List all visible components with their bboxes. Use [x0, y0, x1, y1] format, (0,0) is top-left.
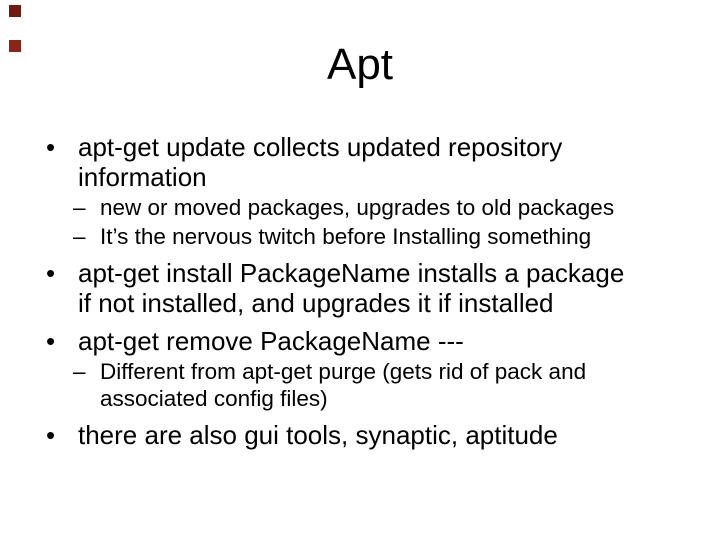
bullet-item: • apt-get update collects updated reposi… [0, 132, 720, 192]
dash-icon: – [73, 224, 86, 249]
text-line: Different from apt-get purge (gets rid o… [100, 359, 587, 384]
bullet-icon: • [46, 258, 56, 288]
sub-bullet-item: – It’s the nervous twitch before Install… [0, 223, 720, 250]
text-line: there are also gui tools, synaptic, apti… [78, 420, 558, 450]
slide-title: Apt [326, 40, 394, 89]
text-line: associated config files) [100, 386, 328, 411]
text-line: It’s the nervous twitch before Installin… [100, 224, 592, 249]
bullet-text: there are also gui tools, synaptic, apti… [78, 420, 720, 450]
dash-icon: – [73, 359, 86, 384]
bullet-item: • apt-get install PackageName installs a… [0, 258, 720, 318]
red-square-decoration [9, 5, 21, 17]
bullet-text: apt-get update collects updated reposito… [78, 132, 720, 192]
sub-bullet-item: – new or moved packages, upgrades to old… [0, 194, 720, 221]
text-line: apt-get install PackageName installs a p… [78, 258, 625, 288]
text-line: information [78, 162, 207, 192]
bullet-icon: • [46, 420, 56, 450]
bullet-text: apt-get install PackageName installs a p… [78, 258, 720, 318]
text-line: if not installed, and upgrades it if ins… [78, 288, 554, 318]
sub-bullet-item: – Different from apt-get purge (gets rid… [0, 358, 720, 412]
dash-icon: – [73, 195, 86, 220]
sub-bullet-text: It’s the nervous twitch before Installin… [100, 223, 720, 250]
text-line: new or moved packages, upgrades to old p… [100, 195, 615, 220]
slide-body: • apt-get update collects updated reposi… [0, 124, 720, 450]
sub-bullet-text: Different from apt-get purge (gets rid o… [100, 358, 720, 412]
red-square-decoration [9, 40, 21, 52]
bullet-icon: • [46, 326, 56, 356]
text-line: apt-get update collects updated reposito… [78, 132, 563, 162]
bullet-item: • apt-get remove PackageName --- [0, 326, 720, 356]
bullet-item: • there are also gui tools, synaptic, ap… [0, 420, 720, 450]
bullet-icon: • [46, 132, 56, 162]
sub-bullet-text: new or moved packages, upgrades to old p… [100, 194, 720, 221]
bullet-text: apt-get remove PackageName --- [78, 326, 720, 356]
text-line: apt-get remove PackageName --- [78, 326, 464, 356]
